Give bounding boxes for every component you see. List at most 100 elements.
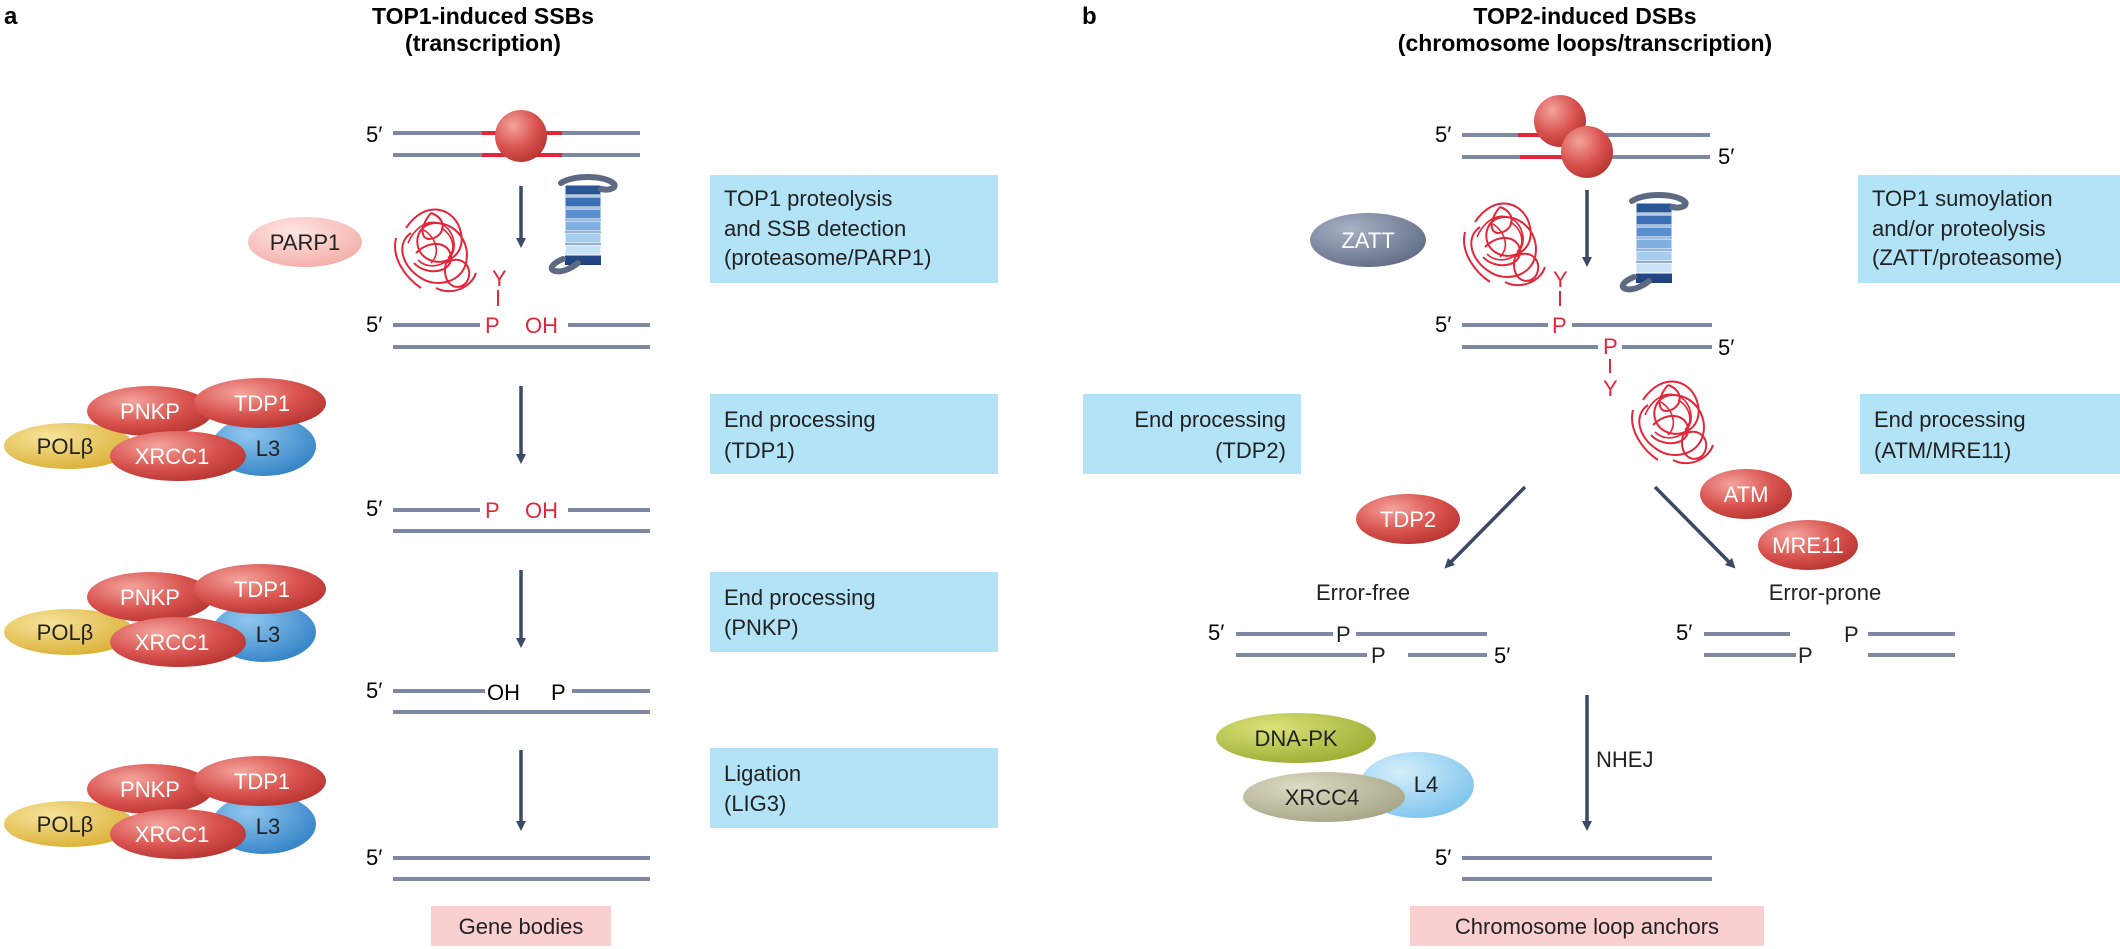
footer-chromosome-loop-anchors: Chromosome loop anchors xyxy=(1410,906,1764,946)
l4-label: L4 xyxy=(1414,772,1438,797)
svg-text:POLβ: POLβ xyxy=(37,812,94,837)
svg-text:Ligation: Ligation xyxy=(724,761,801,786)
parp1-label: PARP1 xyxy=(270,230,341,255)
phosphate-label: P xyxy=(551,680,566,705)
phosphate-label: P xyxy=(1371,643,1386,668)
five-prime-label: 5′ xyxy=(366,496,382,521)
atm-protein xyxy=(1700,469,1792,519)
panel-b-title-line1: TOP2-induced DSBs xyxy=(1473,3,1696,29)
five-prime-label: 5′ xyxy=(366,122,382,147)
xrcc1-complex: POLβ PNKP TDP1 XRCC1 L3 xyxy=(4,756,326,859)
step-box-tdp1: End processing (TDP1) xyxy=(710,394,998,474)
svg-text:(TDP2): (TDP2) xyxy=(1215,438,1286,463)
top1-enzyme xyxy=(495,110,547,162)
step-box-pnkp: End processing (PNKP) xyxy=(710,572,998,652)
svg-text:End processing: End processing xyxy=(1134,407,1286,432)
svg-text:(PNKP): (PNKP) xyxy=(724,615,799,640)
svg-text:End processing: End processing xyxy=(724,407,876,432)
svg-text:XRCC1: XRCC1 xyxy=(135,630,210,655)
svg-text:(proteasome/PARP1): (proteasome/PARP1) xyxy=(724,245,931,270)
svg-text:(ZATT/proteasome): (ZATT/proteasome) xyxy=(1872,245,2062,270)
phosphate-label: P xyxy=(1336,622,1351,647)
xrcc1-complex: POLβ PNKP TDP1 XRCC1 L3 xyxy=(4,378,326,481)
five-prime-label: 5′ xyxy=(1718,335,1734,360)
svg-text:POLβ: POLβ xyxy=(37,620,94,645)
step-box-top1-proteolysis: TOP1 proteolysis and SSB detection (prot… xyxy=(710,175,998,283)
tdp2-label: TDP2 xyxy=(1380,507,1436,532)
xrcc1-complex: POLβ PNKP TDP1 XRCC1 L3 xyxy=(4,564,326,667)
phosphate-label: P xyxy=(485,313,500,338)
error-free-label: Error-free xyxy=(1316,580,1410,605)
five-prime-label: 5′ xyxy=(1494,643,1510,668)
svg-text:(ATM/MRE11): (ATM/MRE11) xyxy=(1874,438,2011,463)
dnapk-label: DNA-PK xyxy=(1254,726,1337,751)
step-box-tdp2: End processing (TDP2) xyxy=(1083,394,1301,474)
five-prime-label: 5′ xyxy=(366,312,382,337)
panel-b-title-line2: (chromosome loops/transcription) xyxy=(1398,30,1772,56)
five-prime-label: 5′ xyxy=(1435,845,1451,870)
svg-text:(TDP1): (TDP1) xyxy=(724,438,795,463)
panel-a-title-line2: (transcription) xyxy=(405,30,561,56)
mre11-protein xyxy=(1758,520,1858,570)
phosphate-label: P xyxy=(1603,334,1618,359)
svg-text:PNKP: PNKP xyxy=(120,777,180,802)
svg-text:(LIG3): (LIG3) xyxy=(724,791,786,816)
hydroxyl-label: OH xyxy=(487,680,520,705)
tyrosine-label: Y xyxy=(492,266,507,291)
xrcc4-label: XRCC4 xyxy=(1285,785,1360,810)
proteasome-icon xyxy=(552,177,615,271)
nhej-label: NHEJ xyxy=(1596,747,1653,772)
panel-a-title-line1: TOP1-induced SSBs xyxy=(372,3,594,29)
svg-text:PNKP: PNKP xyxy=(120,585,180,610)
five-prime-label: 5′ xyxy=(1435,312,1451,337)
nhej-complex: DNA-PK XRCC4 L4 xyxy=(1216,713,1474,822)
tyrosine-label: Y xyxy=(1553,267,1568,292)
step-box-atm-mre11: End processing (ATM/MRE11) xyxy=(1860,394,2120,474)
five-prime-label: 5′ xyxy=(1435,122,1451,147)
svg-text:End processing: End processing xyxy=(724,585,876,610)
svg-text:TDP1: TDP1 xyxy=(234,577,290,602)
panel-b: b TOP2-induced DSBs (chromosome loops/tr… xyxy=(1082,3,2120,946)
svg-text:TOP1 sumoylation: TOP1 sumoylation xyxy=(1872,186,2053,211)
mre11-label: MRE11 xyxy=(1772,533,1844,558)
error-prone-arrow xyxy=(1653,485,1736,569)
five-prime-label: 5′ xyxy=(1718,144,1734,169)
degraded-top2-icon xyxy=(1463,202,1546,287)
tyrosine-label: Y xyxy=(1603,376,1618,401)
step-box-top1-sumoylation: TOP1 sumoylation and/or proteolysis (ZAT… xyxy=(1858,175,2120,283)
svg-text:L3: L3 xyxy=(256,436,280,461)
svg-text:and/or proteolysis: and/or proteolysis xyxy=(1872,216,2046,241)
zatt-protein xyxy=(1310,213,1426,267)
phosphate-label: P xyxy=(1552,313,1567,338)
error-prone-label: Error-prone xyxy=(1769,580,1881,605)
svg-text:TDP1: TDP1 xyxy=(234,769,290,794)
zatt-label: ZATT xyxy=(1341,228,1394,253)
panel-b-letter: b xyxy=(1082,3,1097,30)
svg-text:and SSB detection: and SSB detection xyxy=(724,216,906,241)
panel-a: a TOP1-induced SSBs (transcription) 5′ P… xyxy=(4,3,998,946)
hydroxyl-label: OH xyxy=(525,498,558,523)
degraded-top2-icon xyxy=(1631,380,1714,465)
five-prime-label: 5′ xyxy=(366,845,382,870)
step-box-ligation: Ligation (LIG3) xyxy=(710,748,998,828)
svg-text:TOP1 proteolysis: TOP1 proteolysis xyxy=(724,186,892,211)
tdp2-protein xyxy=(1356,494,1460,544)
svg-text:TDP1: TDP1 xyxy=(234,391,290,416)
svg-text:L3: L3 xyxy=(256,814,280,839)
five-prime-label: 5′ xyxy=(1208,620,1224,645)
panel-a-letter: a xyxy=(4,3,18,30)
svg-text:L3: L3 xyxy=(256,622,280,647)
atm-label: ATM xyxy=(1724,482,1769,507)
five-prime-label: 5′ xyxy=(1676,620,1692,645)
top2-enzyme xyxy=(1561,126,1613,178)
svg-text:XRCC1: XRCC1 xyxy=(135,822,210,847)
phosphate-label: P xyxy=(485,498,500,523)
svg-text:End processing: End processing xyxy=(1874,407,2026,432)
degraded-top1-icon xyxy=(394,208,477,293)
error-free-arrow xyxy=(1444,485,1527,569)
svg-text:Chromosome loop anchors: Chromosome loop anchors xyxy=(1455,914,1719,939)
svg-text:PNKP: PNKP xyxy=(120,399,180,424)
phosphate-label: P xyxy=(1844,622,1859,647)
five-prime-label: 5′ xyxy=(366,678,382,703)
